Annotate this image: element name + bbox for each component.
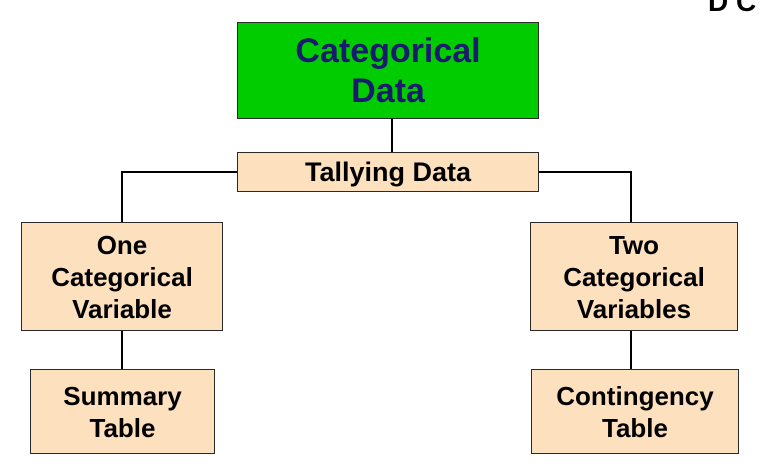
node-summary-table: Summary Table <box>30 369 215 454</box>
connector-tallying-to-one-variable <box>121 171 237 222</box>
corner-cut-off-text: D C <box>708 0 757 17</box>
connector-tallying-to-two-variables <box>539 171 632 222</box>
node-tallying-data: Tallying Data <box>237 152 539 192</box>
node-categorical-data: Categorical Data <box>237 22 539 119</box>
node-two-categorical-variables: Two Categorical Variables <box>530 222 738 331</box>
node-one-categorical-variable: One Categorical Variable <box>21 222 223 331</box>
node-contingency-table: Contingency Table <box>531 369 739 454</box>
